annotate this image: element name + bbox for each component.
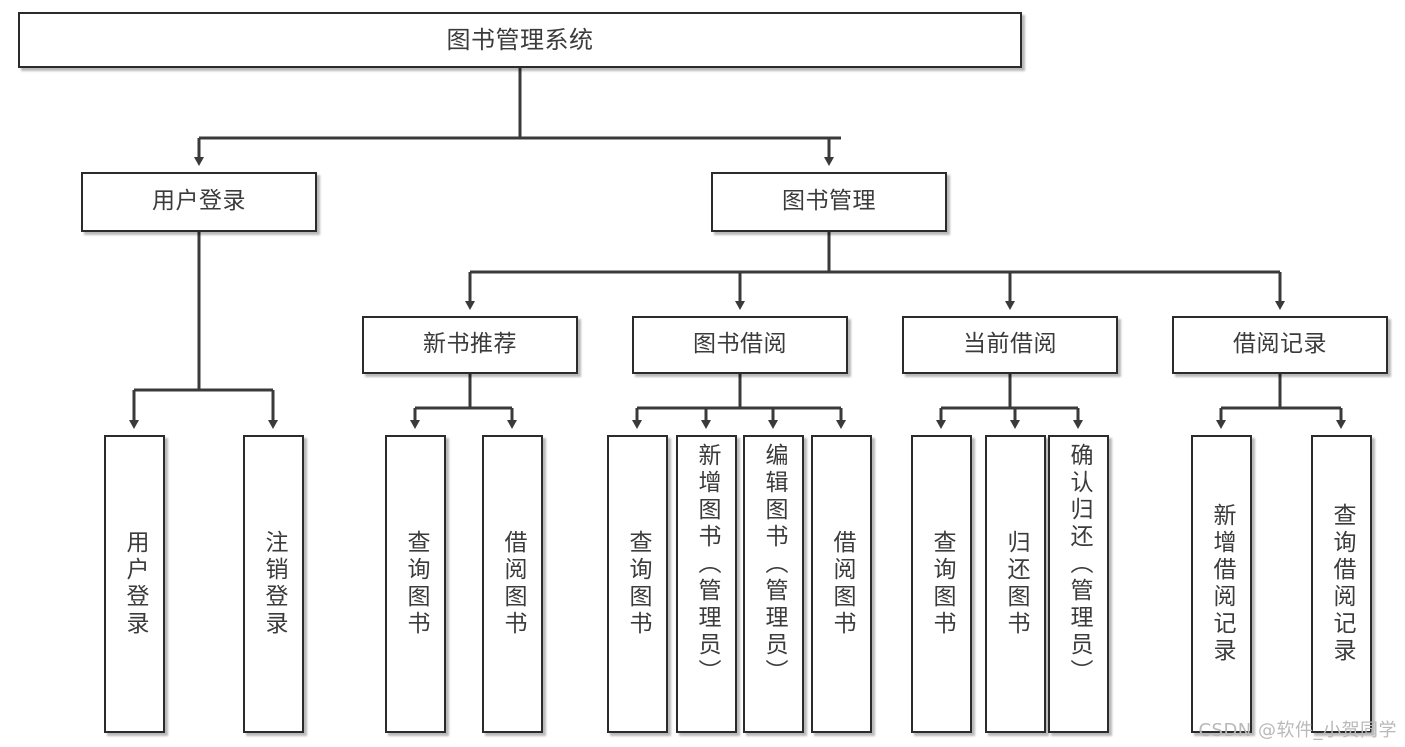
leaf-search-borrow-record[interactable]: 查询借阅记录 xyxy=(1311,435,1372,733)
leaf-search-book-current-label: 查询图书 xyxy=(929,530,955,638)
node-root[interactable]: 图书管理系统 xyxy=(18,12,1022,68)
node-book-management[interactable]: 图书管理 xyxy=(711,172,947,232)
node-book-borrow[interactable]: 图书借阅 xyxy=(632,316,848,374)
leaf-search-book-recommend-label: 查询图书 xyxy=(403,530,429,638)
leaf-search-book-recommend[interactable]: 查询图书 xyxy=(385,435,446,733)
leaf-borrow-book[interactable]: 借阅图书 xyxy=(811,435,872,733)
node-borrow-record-label: 借阅记录 xyxy=(1233,331,1327,358)
leaf-confirm-return-admin-label: 确认归还（管理员） xyxy=(1066,443,1092,686)
leaf-return-book-label: 归还图书 xyxy=(1003,530,1029,638)
leaf-add-book-admin[interactable]: 新增图书（管理员） xyxy=(676,435,737,733)
leaf-search-book-current[interactable]: 查询图书 xyxy=(911,435,972,733)
node-current-borrow[interactable]: 当前借阅 xyxy=(902,316,1118,374)
leaf-add-borrow-record[interactable]: 新增借阅记录 xyxy=(1191,435,1252,733)
leaf-search-book-borrow-label: 查询图书 xyxy=(625,530,651,638)
leaf-logout[interactable]: 注销登录 xyxy=(243,435,304,733)
leaf-user-login-label: 用户登录 xyxy=(122,530,148,638)
leaf-edit-book-admin[interactable]: 编辑图书（管理员） xyxy=(743,435,804,733)
node-current-borrow-label: 当前借阅 xyxy=(963,331,1057,358)
leaf-add-borrow-record-label: 新增借阅记录 xyxy=(1209,503,1235,665)
leaf-search-book-borrow[interactable]: 查询图书 xyxy=(607,435,668,733)
node-book-management-label: 图书管理 xyxy=(782,188,876,215)
leaf-borrow-book-recommend-label: 借阅图书 xyxy=(500,530,526,638)
watermark-text: CSDN @软件_小贺同学 xyxy=(1198,720,1397,741)
leaf-borrow-book-recommend[interactable]: 借阅图书 xyxy=(482,435,543,733)
node-new-book-recommend[interactable]: 新书推荐 xyxy=(362,316,578,374)
leaf-return-book[interactable]: 归还图书 xyxy=(985,435,1046,733)
leaf-edit-book-admin-label: 编辑图书（管理员） xyxy=(761,443,787,686)
leaf-borrow-book-label: 借阅图书 xyxy=(829,530,855,638)
node-root-label: 图书管理系统 xyxy=(446,25,594,54)
leaf-add-book-admin-label: 新增图书（管理员） xyxy=(694,443,720,686)
leaf-logout-label: 注销登录 xyxy=(261,530,287,638)
node-user-login-label: 用户登录 xyxy=(152,188,246,215)
leaf-user-login[interactable]: 用户登录 xyxy=(104,435,165,733)
node-new-book-recommend-label: 新书推荐 xyxy=(423,331,517,358)
leaf-search-borrow-record-label: 查询借阅记录 xyxy=(1329,503,1355,665)
node-borrow-record[interactable]: 借阅记录 xyxy=(1172,316,1388,374)
node-user-login[interactable]: 用户登录 xyxy=(81,172,317,232)
leaf-confirm-return-admin[interactable]: 确认归还（管理员） xyxy=(1048,435,1109,733)
node-book-borrow-label: 图书借阅 xyxy=(693,331,787,358)
